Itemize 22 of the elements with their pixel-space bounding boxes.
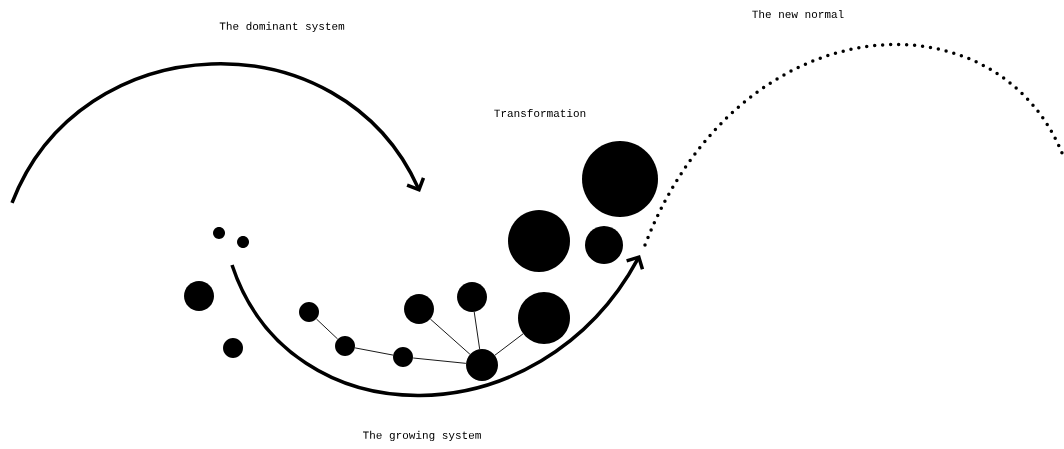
dot [404, 294, 434, 324]
dot [585, 226, 623, 264]
dot [466, 349, 498, 381]
caption-text: Transformation [494, 108, 586, 118]
dot [582, 141, 658, 217]
caption-text: The dominant system [219, 21, 345, 33]
connector-line [429, 318, 471, 355]
connector-line [412, 357, 467, 364]
dot [223, 338, 243, 358]
connector-line [494, 333, 524, 356]
dot [184, 281, 214, 311]
dot [518, 292, 570, 344]
dot [393, 347, 413, 367]
dot [508, 210, 570, 272]
connector-line [473, 311, 481, 350]
connector-line [316, 318, 339, 340]
caption-text: The new normal [752, 9, 844, 19]
dot [299, 302, 319, 322]
caption-text: The growing system [363, 430, 481, 442]
dot [457, 282, 487, 312]
connector-line [354, 347, 394, 356]
dot [335, 336, 355, 356]
